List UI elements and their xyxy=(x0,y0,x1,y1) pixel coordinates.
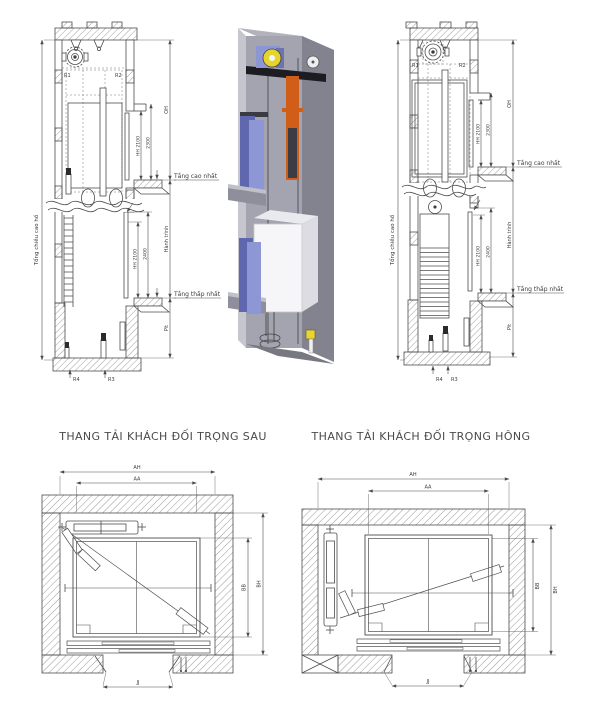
dim-2400-left: 2400 xyxy=(143,248,149,260)
label-r3-right: R3 xyxy=(451,377,458,383)
dim-travel-left: Hành trình xyxy=(163,226,170,253)
label-r3-left: R3 xyxy=(108,377,115,383)
label-bottom-floor-left: Tầng thấp nhất xyxy=(173,290,221,298)
plan-right-counterweight xyxy=(323,525,338,634)
label-top-floor-right: Tầng cao nhất xyxy=(516,159,561,167)
plan-right-dimensions xyxy=(317,477,556,688)
dim-2300-left: 2300 xyxy=(146,137,152,149)
label-r2-left: R2 xyxy=(115,73,122,79)
plan-right-dim-aa: AA xyxy=(425,485,433,491)
plan-side-counterweight-diagram: AH AA BB BH JJ xyxy=(301,472,559,688)
shaft-structure-left xyxy=(52,21,171,372)
counterweight-3d xyxy=(282,76,303,180)
car-and-pit-right xyxy=(401,69,487,353)
elevation-right-diagram: Tổng chiều cao hố R1 R2 HH 2100 2300 OH … xyxy=(388,21,564,383)
label-r4-right: R4 xyxy=(436,377,443,383)
plan-title-side-counterweight: THANG TẢI KHÁCH ĐỐI TRỌNG HÔNG xyxy=(311,430,531,443)
dim-hh2100-lower-left: HH 2100 xyxy=(133,249,139,269)
dim-hh2100-upper-left: HH 2100 xyxy=(136,136,142,156)
dimensions-left xyxy=(40,39,221,378)
label-r1-left: R1 xyxy=(64,73,71,79)
upper-landing-door-3d xyxy=(240,112,268,194)
dim-oh-left: OH xyxy=(164,106,170,114)
plan-right-walls xyxy=(301,508,526,674)
plan-right-dim-bb: BB xyxy=(535,582,541,589)
dim-2300-right: 2300 xyxy=(486,124,492,136)
dim-hh2100-lower-right: HH 2100 xyxy=(476,246,482,266)
dim-pit-right: Pit xyxy=(507,324,513,330)
guide-dashes-left xyxy=(62,67,126,193)
plan-right-dim-bh: BH xyxy=(553,586,559,593)
plan-left-dim-jj: JJ xyxy=(136,680,140,686)
plan-left-dim-ah: AH xyxy=(133,465,140,471)
plan-rear-counterweight-diagram: AH AA BB BH JJ xyxy=(41,465,268,689)
plan-left-walls xyxy=(41,494,234,674)
upper-floor-slab-3d xyxy=(228,184,266,206)
dim-2400-right: 2400 xyxy=(486,246,492,258)
label-r1-right: R1 xyxy=(412,63,419,69)
plan-left-dimensions xyxy=(59,470,268,689)
dim-oh-right: OH xyxy=(507,100,513,108)
elevator-3d-render xyxy=(228,28,334,364)
plan-right-car xyxy=(338,534,514,672)
plan-right-dim-ah: AH xyxy=(409,472,416,478)
lower-landing-door-3d xyxy=(239,238,261,314)
dim-hh2100-upper-right: HH 2100 xyxy=(476,124,482,144)
plan-left-dim-bh: BH xyxy=(257,580,263,587)
label-bottom-floor-right: Tầng thấp nhất xyxy=(516,285,564,293)
plan-left-dim-bb: BB xyxy=(242,584,248,591)
label-top-floor-left: Tầng cao nhất xyxy=(173,172,218,180)
pit-3d xyxy=(246,329,334,364)
plan-left-dim-aa: AA xyxy=(134,477,142,483)
plan-left-car xyxy=(61,527,212,672)
label-r4-left: R4 xyxy=(73,377,80,383)
dim-pit-left: Pit xyxy=(164,325,170,331)
plan-right-dim-jj: JJ xyxy=(426,679,430,685)
label-total-height-left: Tổng chiều cao hố xyxy=(32,214,40,266)
dimensions-right xyxy=(396,39,564,374)
machine-left xyxy=(61,46,89,68)
label-total-height-right: Tổng chiều cao hố xyxy=(388,214,396,266)
car-and-pit-left xyxy=(45,87,145,359)
label-r2-right: R2 xyxy=(459,63,466,69)
elevation-left-diagram: Tổng chiều cao hố R1 R2 HH 2100 2300 OH … xyxy=(32,21,221,383)
plan-title-rear-counterweight: THANG TẢI KHÁCH ĐỐI TRỌNG SAU xyxy=(59,430,267,443)
machine-right xyxy=(416,40,450,64)
dim-travel-right: Hành trình xyxy=(506,222,513,249)
elevator-car-3d xyxy=(253,210,318,349)
plan-left-counterweight xyxy=(58,520,146,535)
